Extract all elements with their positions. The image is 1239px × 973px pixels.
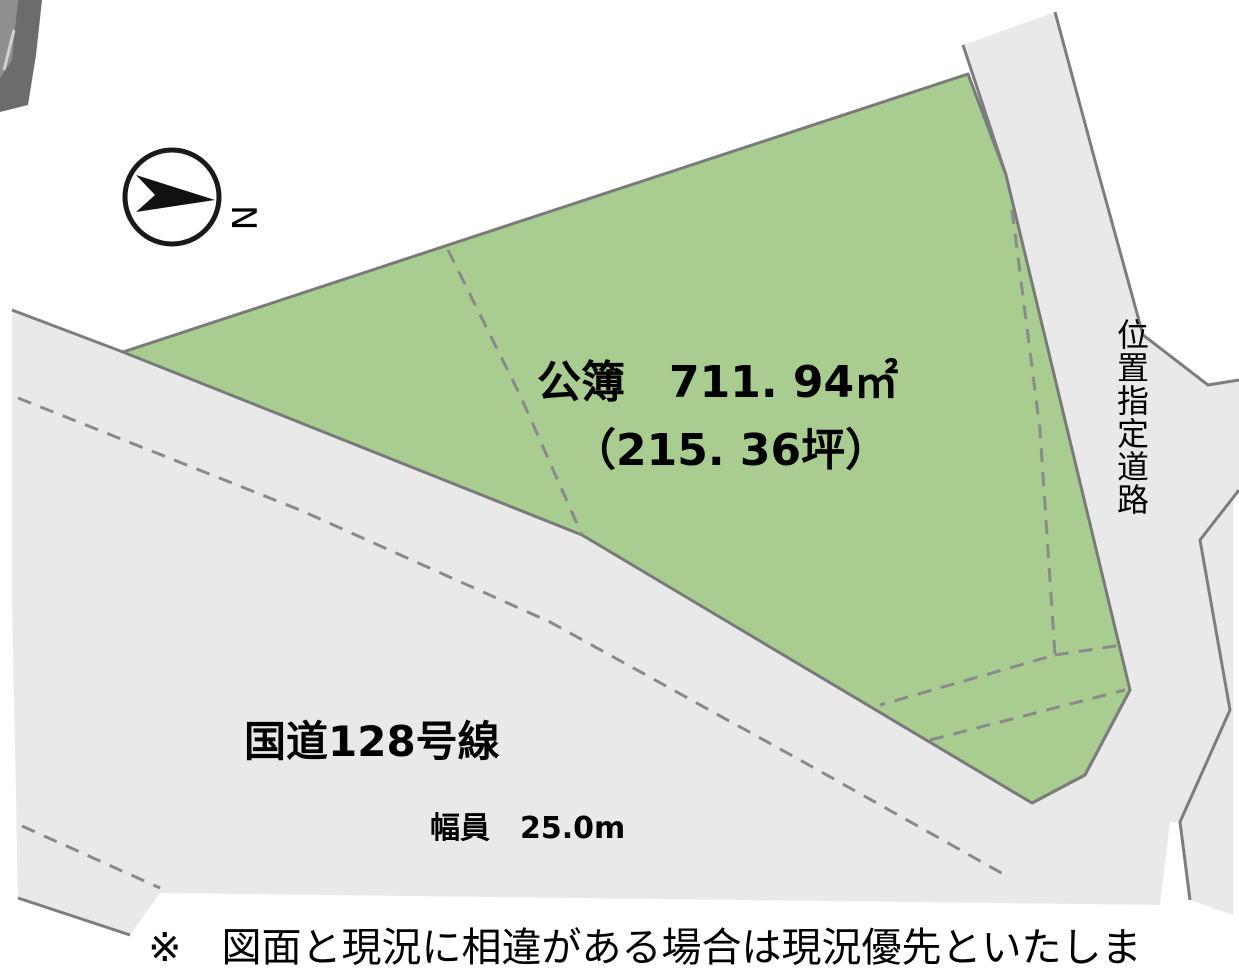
side-road-name: 位置指定道路 xyxy=(1112,318,1150,516)
north-arrow-icon: N xyxy=(122,147,263,247)
main-road-width: 幅員 25.0m xyxy=(430,811,625,846)
road-edges xyxy=(11,11,1239,937)
dashed-boundaries xyxy=(17,209,1126,890)
main-road-name: 国道128号線 xyxy=(244,717,500,766)
north-letter: N xyxy=(223,205,263,230)
lot-area-label: 公簿 711. 94㎡ xyxy=(537,357,898,408)
side-road-surface xyxy=(963,12,1239,822)
national-road-surface xyxy=(12,310,1233,935)
lot-tsubo-label: （215. 36坪） xyxy=(572,425,889,476)
photo-fragment xyxy=(0,0,42,112)
disclaimer-note: ※ 図面と現況に相違がある場合は現況優先といたしま xyxy=(148,925,1142,971)
